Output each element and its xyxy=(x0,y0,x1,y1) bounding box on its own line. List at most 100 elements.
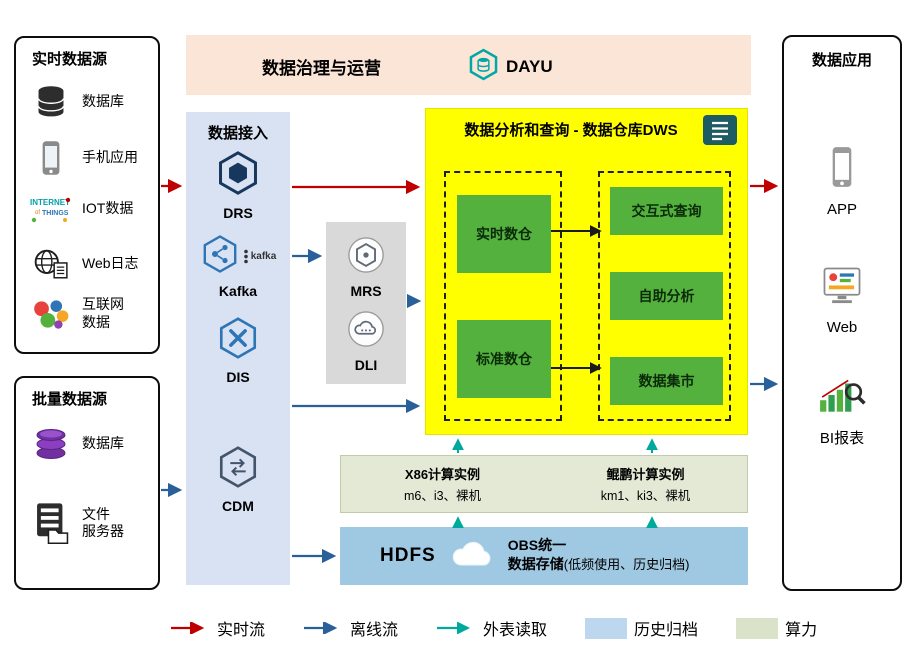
iot-icon: INTERNET of THINGS xyxy=(28,194,74,224)
dayu-logo-group: DAYU xyxy=(467,48,553,86)
source-item-file-server: 文件 服务器 xyxy=(28,502,124,544)
source-label: 文件 服务器 xyxy=(82,505,124,540)
service-cdm: CDM xyxy=(186,445,290,514)
file-server-icon xyxy=(28,502,74,544)
source-label: 互联网 数据 xyxy=(82,296,124,330)
source-item-iot: INTERNET of THINGS IOT数据 xyxy=(28,194,133,224)
module-self-service-analysis: 自助分析 xyxy=(610,272,723,320)
mobile-app-icon xyxy=(28,140,74,176)
legend-external-read: 外表读取 xyxy=(436,616,547,640)
storage-panel: HDFS OBS统一 数据存储(低频使用、历史归档) xyxy=(340,527,748,585)
web-dashboard-icon xyxy=(819,265,865,312)
purple-database-icon xyxy=(28,424,74,464)
legend: 实时流 离线流 外表读取 历史归档 算力 xyxy=(170,612,817,644)
legend-history-archive: 历史归档 xyxy=(585,616,698,640)
app-label: APP xyxy=(826,201,857,218)
svg-text:of: of xyxy=(35,210,40,216)
obs-line1: OBS统一 xyxy=(507,537,567,554)
data-ingestion-title: 数据接入 xyxy=(207,125,268,142)
cdm-icon xyxy=(216,445,260,494)
realtime-sources-title: 实时数据源 xyxy=(32,51,108,68)
svg-text:THINGS: THINGS xyxy=(42,210,69,217)
mrs-icon xyxy=(347,236,385,279)
mrs-label: MRS xyxy=(350,283,382,299)
dayu-label: DAYU xyxy=(506,57,553,76)
dis-label: DIS xyxy=(226,369,250,385)
module-standard-warehouse: 标准数仓 xyxy=(457,320,551,398)
dayu-icon xyxy=(467,48,500,86)
legend-blue-swatch xyxy=(585,617,628,639)
web-log-icon xyxy=(28,248,74,280)
dws-document-icon xyxy=(701,114,739,151)
legend-compute-power: 算力 xyxy=(736,616,817,640)
obs-note: (低频使用、历史归档) xyxy=(563,556,690,572)
dli-icon xyxy=(347,310,385,353)
legend-label: 外表读取 xyxy=(483,622,548,639)
kafka-label: Kafka xyxy=(218,283,258,299)
obs-line2: 数据存储 xyxy=(507,555,564,572)
legend-olive-swatch xyxy=(736,617,779,639)
legend-label: 算力 xyxy=(785,622,818,639)
app-item-app: APP xyxy=(784,145,900,218)
legend-realtime-flow: 实时流 xyxy=(170,616,265,640)
service-dli: DLI xyxy=(326,310,406,373)
kunpeng-compute: 鲲鹏计算实例 km1、ki3、裸机 xyxy=(544,456,747,512)
service-drs: DRS xyxy=(186,150,290,221)
governance-banner: 数据治理与运营 DAYU xyxy=(186,35,751,95)
cdm-label: CDM xyxy=(222,498,254,514)
legend-offline-flow: 离线流 xyxy=(303,616,398,640)
app-phone-icon xyxy=(828,145,856,194)
legend-label: 离线流 xyxy=(350,622,399,639)
source-label: 数据库 xyxy=(82,435,124,452)
module-data-mart: 数据集市 xyxy=(610,357,723,405)
service-kafka: kafka Kafka xyxy=(186,234,290,299)
source-item-batch-database: 数据库 xyxy=(28,424,124,464)
data-applications-panel: 数据应用 APP xyxy=(782,35,902,591)
analysis-group: 交互式查询 自助分析 数据集市 xyxy=(598,171,731,421)
web-label: Web xyxy=(826,319,858,336)
source-label: 手机应用 xyxy=(82,149,138,166)
legend-label: 历史归档 xyxy=(634,622,699,639)
warehouse-group: 实时数仓 标准数仓 xyxy=(444,171,562,421)
source-item-internet: 互联网 数据 xyxy=(28,296,124,331)
x86-title: X86计算实例 xyxy=(404,467,481,482)
service-dis: DIS xyxy=(186,316,290,385)
module-interactive-query: 交互式查询 xyxy=(610,187,723,235)
batch-sources-panel: 批量数据源 数据库 xyxy=(14,376,160,590)
data-applications-title: 数据应用 xyxy=(811,52,872,69)
source-label: 数据库 xyxy=(82,93,124,110)
x86-specs: m6、i3、裸机 xyxy=(403,489,482,503)
source-item-mobile: 手机应用 xyxy=(28,140,138,176)
processing-panel: MRS DLI xyxy=(326,222,406,384)
svg-text:INTERNET: INTERNET xyxy=(30,198,70,207)
compute-instances-panel: X86计算实例 m6、i3、裸机 鲲鹏计算实例 km1、ki3、裸机 xyxy=(340,455,748,513)
legend-blue-arrow-icon xyxy=(304,622,338,634)
dli-label: DLI xyxy=(354,357,378,373)
source-item-weblog: Web日志 xyxy=(28,248,139,280)
drs-label: DRS xyxy=(223,205,253,221)
internet-data-icon xyxy=(28,297,74,331)
legend-red-arrow-icon xyxy=(171,622,205,634)
source-item-database: 数据库 xyxy=(28,84,124,120)
dws-title: 数据分析和查询 - 数据仓库DWS xyxy=(464,122,678,139)
app-item-bi: BI报表 xyxy=(784,375,900,448)
bi-label: BI报表 xyxy=(819,430,865,447)
dws-panel: 数据分析和查询 - 数据仓库DWS 实时数仓 标准数仓 交互式查询 自助分析 数… xyxy=(425,108,748,435)
data-ingestion-panel: 数据接入 DRS xyxy=(186,112,290,585)
kafka-wordmark: kafka xyxy=(250,251,277,262)
batch-sources-title: 批量数据源 xyxy=(32,391,108,408)
obs-text: OBS统一 数据存储(低频使用、历史归档) xyxy=(508,537,690,575)
realtime-sources-panel: 实时数据源 数据库 手机应用 xyxy=(14,36,160,354)
database-icon xyxy=(28,84,74,120)
obs-cloud-icon xyxy=(448,538,496,575)
kunpeng-title: 鲲鹏计算实例 xyxy=(606,467,685,482)
kafka-icon xyxy=(200,234,240,279)
app-item-web: Web xyxy=(784,265,900,336)
kunpeng-specs: km1、ki3、裸机 xyxy=(600,489,691,503)
kafka-logo: kafka xyxy=(242,249,277,264)
source-label: Web日志 xyxy=(82,255,139,272)
hdfs-label: HDFS xyxy=(380,545,436,566)
bi-report-icon xyxy=(818,375,866,420)
legend-label: 实时流 xyxy=(217,622,266,639)
